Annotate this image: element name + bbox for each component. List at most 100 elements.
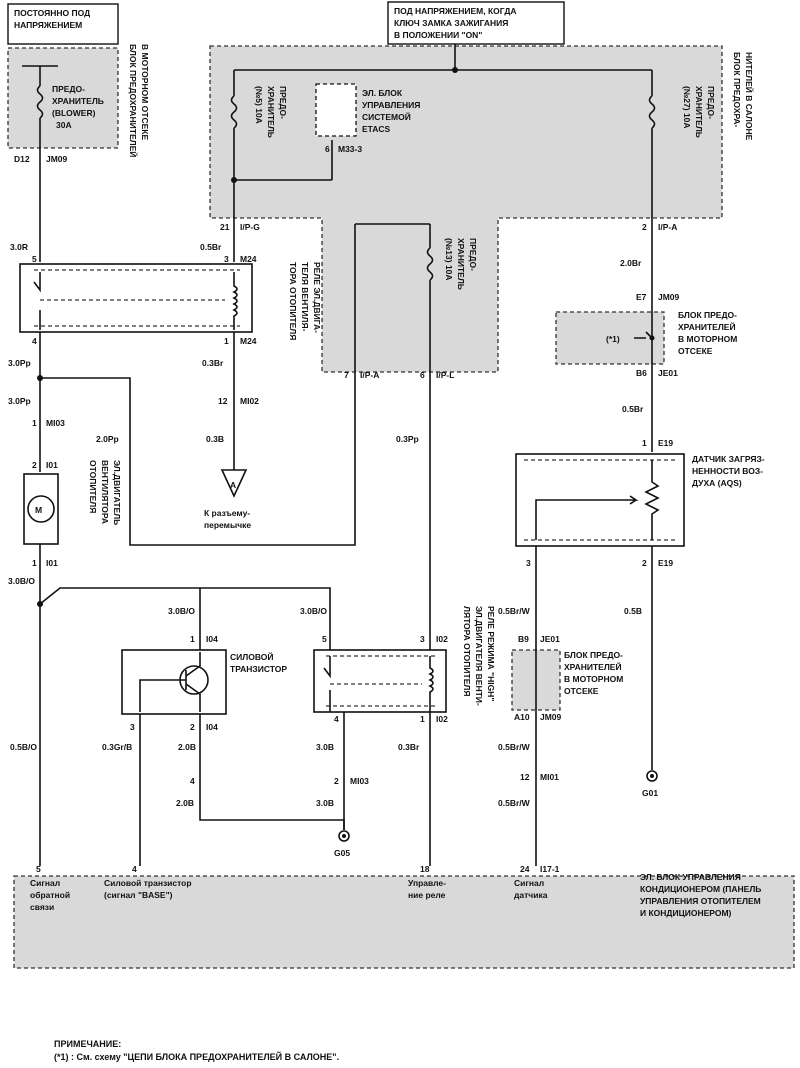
conn-1-mi03: 1 — [32, 418, 37, 428]
wire-30bo2: 3.0B/O — [168, 606, 195, 616]
conn-g01: G01 — [642, 788, 658, 798]
conn-1-e19: 1 — [642, 438, 647, 448]
conn-ipg: I/P-G — [240, 222, 260, 232]
conn-24: 24 — [520, 864, 530, 874]
fuse13-label-1: ПРЕДО- — [468, 238, 478, 271]
cabin-fuse-box-vertical-2: НИТЕЛЕЙ В САЛОНЕ — [744, 52, 755, 141]
wire-20pp: 2.0Pp — [96, 434, 119, 444]
high-relay-vertical-2: ЭЛ.ДВИГАТЕЛЯ ВЕНТИ- — [474, 606, 484, 706]
wire-05br2: 0.5Br — [622, 404, 644, 414]
wire-20b2: 2.0B — [176, 798, 194, 808]
wire-05br: 0.5Br — [200, 242, 222, 252]
wire-30r: 3.0R — [10, 242, 28, 252]
conn-i171: I17-1 — [540, 864, 560, 874]
ac-unit-label-4: И КОНДИЦИОНЕРОМ) — [640, 908, 732, 918]
blower-motor — [23, 473, 59, 545]
motor-m-letter: M — [35, 505, 42, 515]
conn-mi03: MI03 — [46, 418, 65, 428]
engine-fuse-box-2-label-3: В МОТОРНОМ — [564, 674, 623, 684]
connector-a-label-2: перемычке — [204, 520, 251, 530]
ign-power-label-1: ПОД НАПРЯЖЕНИЕМ, КОГДА — [394, 6, 517, 16]
sig-sensor-2: датчика — [514, 890, 548, 900]
conn-mi02: MI02 — [240, 396, 259, 406]
wire-03br: 0.3Br — [202, 358, 224, 368]
engine-fuse-box-1-label-1: БЛОК ПРЕДО- — [678, 310, 737, 320]
conn-jm09: JM09 — [46, 154, 68, 164]
sig-transistor-2: (сигнал "BASE") — [104, 890, 173, 900]
engine-fuse-box-2-label-1: БЛОК ПРЕДО- — [564, 650, 623, 660]
fuse27-label-3: (№27) 10A — [682, 86, 692, 129]
conn-ipa: I/P-A — [658, 222, 677, 232]
conn-4-i02: 4 — [334, 714, 339, 724]
blower-relay-vertical-3: ТОРА ОТОПИТЕЛЯ — [288, 262, 298, 340]
const-power-box — [7, 3, 119, 45]
fuse13-label-2: ХРАНИТЕЛЬ — [456, 238, 466, 290]
conn-6b: 6 — [420, 370, 425, 380]
engine-fuse-box-vertical-2: В МОТОРНОМ ОТСЕКЕ — [140, 44, 150, 140]
star1-label: (*1) — [606, 334, 620, 344]
conn-a10: A10 — [514, 712, 530, 722]
conn-je01: JE01 — [658, 368, 678, 378]
const-power-label-1: ПОСТОЯННО ПОД — [14, 8, 90, 18]
conn-ipl: I/P-L — [436, 370, 454, 380]
conn-m333: M33-3 — [338, 144, 362, 154]
conn-i02-bottom: I02 — [436, 714, 448, 724]
aqs-label-1: ДАТЧИК ЗАГРЯЗ- — [692, 454, 765, 464]
ground-g01-symbol — [646, 770, 658, 782]
wire-05brw: 0.5Br/W — [498, 606, 531, 616]
etacs-box — [315, 83, 357, 137]
ign-power-label-2: КЛЮЧ ЗАМКА ЗАЖИГАНИЯ — [394, 18, 508, 28]
conn-5-bottom: 5 — [36, 864, 41, 874]
wire-30b: 3.0B — [316, 742, 334, 752]
engine-fuse-box-top — [7, 47, 119, 149]
conn-mi01: MI01 — [540, 772, 559, 782]
conn-1-i01: 1 — [32, 558, 37, 568]
footnote: ПРИМЕЧАНИЕ: (*1) : См. схему "ЦЕПИ БЛОКА… — [54, 1038, 339, 1064]
conn-i04-top: I04 — [206, 634, 218, 644]
ign-power-box — [387, 1, 565, 45]
footnote-text: (*1) : См. схему "ЦЕПИ БЛОКА ПРЕДОХРАНИТ… — [54, 1052, 340, 1062]
wire-30b2: 3.0B — [316, 798, 334, 808]
conn-jm09c: JM09 — [540, 712, 562, 722]
conn-6: 6 — [325, 144, 330, 154]
cabin-fuse-box-vertical-1: БЛОК ПРЕДОХРА- — [732, 52, 742, 128]
fuse-blower-label-1: ПРЕДО- — [52, 84, 85, 94]
etacs-label-4: ETACS — [362, 124, 391, 134]
footnote-title: ПРИМЕЧАНИЕ: — [54, 1039, 122, 1049]
wire-03b: 0.3B — [206, 434, 224, 444]
sig-relay-1: Управле- — [408, 878, 446, 888]
fuse27-label-2: ХРАНИТЕЛЬ — [694, 86, 704, 138]
conn-2-mi03: 2 — [334, 776, 339, 786]
aqs-label-3: ДУХА (AQS) — [692, 478, 742, 488]
conn-g05: G05 — [334, 848, 350, 858]
engine-fuse-box-2-label-2: ХРАНИТЕЛЕЙ — [564, 661, 622, 672]
blower-motor-vertical-2: ВЕНТИЛЯТОРА — [100, 460, 110, 524]
wire-03grb: 0.3Gr/B — [102, 742, 132, 752]
conn-b6: B6 — [636, 368, 647, 378]
wire-03br2: 0.3Br — [398, 742, 420, 752]
conn-2a: 2 — [642, 222, 647, 232]
conn-12-mi01: 12 — [520, 772, 530, 782]
fuse-blower-label-4: 30A — [56, 120, 72, 130]
fuse-blower-label-2: ХРАНИТЕЛЬ — [52, 96, 104, 106]
wire-05brw3: 0.5Br/W — [498, 798, 531, 808]
fuse5-label-1: ПРЕДО- — [278, 86, 288, 119]
sig-feedback-3: связи — [30, 902, 54, 912]
wire-05bo: 0.5B/O — [10, 742, 37, 752]
blower-relay-vertical-1: РЕЛЕ ЭЛ.ДВИГА- — [312, 262, 322, 333]
conn-12: 12 — [218, 396, 228, 406]
conn-7: 7 — [344, 370, 349, 380]
wire-30bo3: 3.0B/O — [300, 606, 327, 616]
conn-1-i02: 1 — [420, 714, 425, 724]
conn-m24-bottom: M24 — [240, 336, 257, 346]
wire-30pp2: 3.0Pp — [8, 396, 31, 406]
ground-g05-symbol — [338, 830, 350, 842]
wire-30bo: 3.0B/O — [8, 576, 35, 586]
high-relay — [313, 649, 447, 713]
conn-3-i04: 3 — [130, 722, 135, 732]
fuse-blower-label-3: (BLOWER) — [52, 108, 96, 118]
blower-relay — [19, 263, 253, 333]
aqs-label-2: НЕННОСТИ ВОЗ- — [692, 466, 763, 476]
ac-control-unit — [13, 875, 795, 969]
power-transistor-label-1: СИЛОВОЙ — [230, 651, 273, 662]
